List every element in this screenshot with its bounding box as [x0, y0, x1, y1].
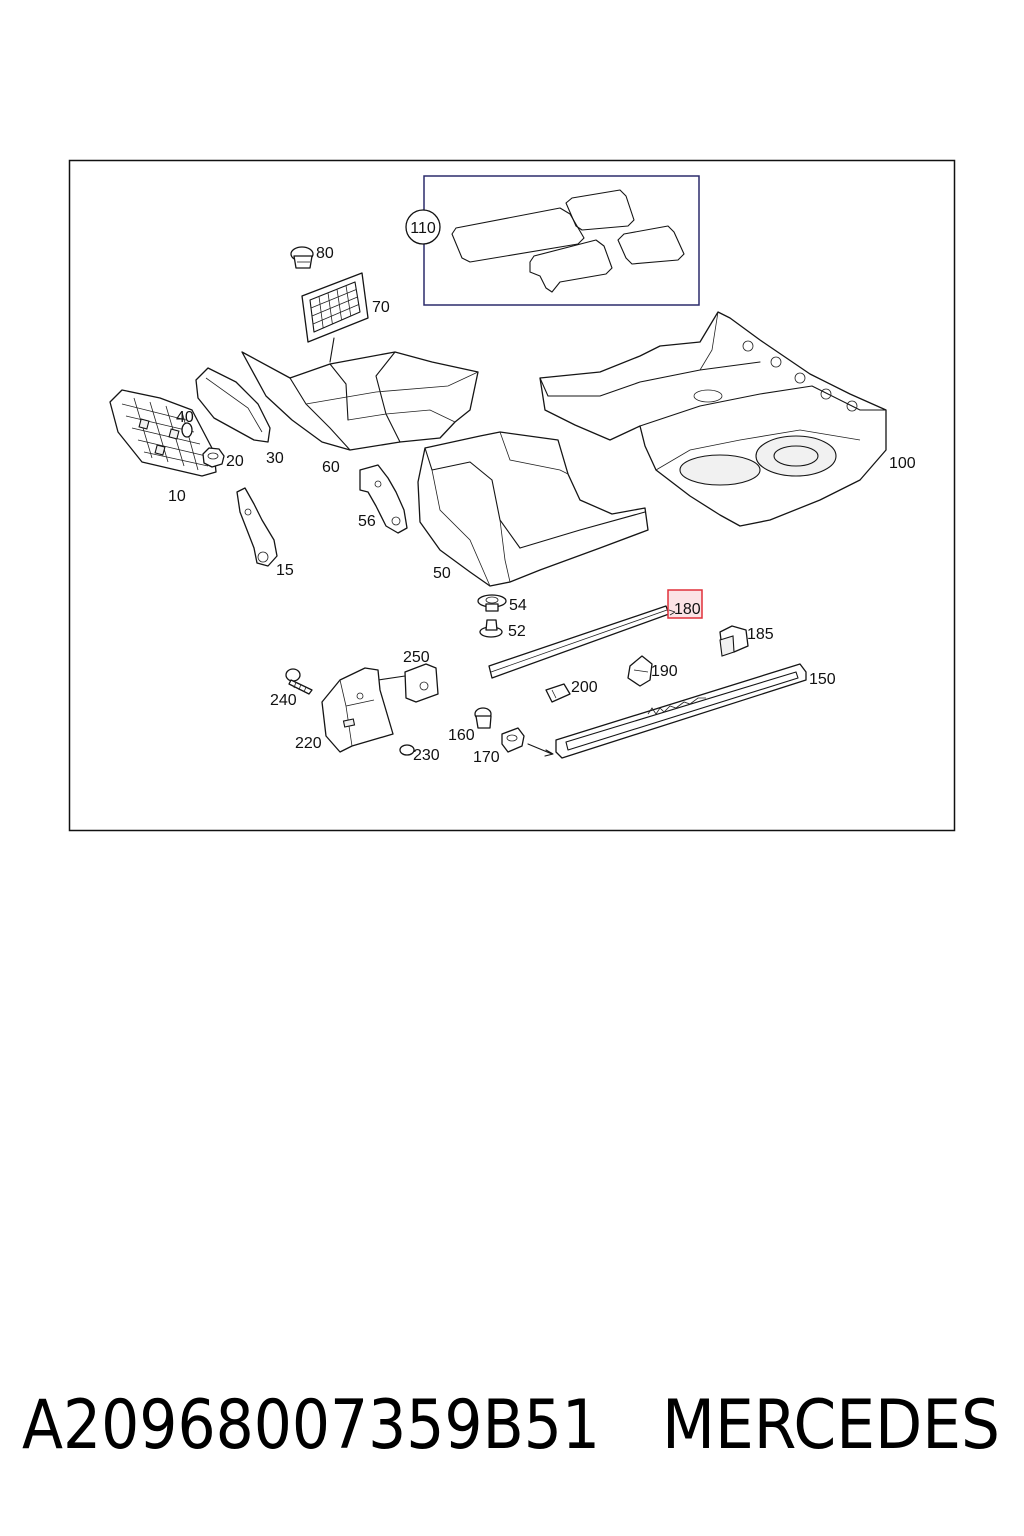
inset-frame [423, 175, 700, 306]
callout-52[interactable]: 52 [508, 623, 526, 640]
part-220-bracket [321, 667, 394, 753]
part-10-cover-grille [109, 389, 217, 477]
callout-54[interactable]: 54 [509, 597, 527, 614]
part-80-clip [290, 246, 314, 269]
floor-mat-rear-right [617, 225, 685, 265]
callout-40[interactable]: 40 [176, 409, 194, 426]
part-190-clip [627, 655, 653, 687]
selected-callout-highlight [667, 589, 703, 619]
floor-mat-rear-left [529, 239, 613, 293]
callout-15[interactable]: 15 [276, 562, 294, 579]
part-150-sill-plate [555, 663, 807, 759]
callout-230[interactable]: 230 [413, 747, 440, 764]
callout-150[interactable]: 150 [809, 671, 836, 688]
footer-part-number: A20968007359B51 [22, 1386, 600, 1465]
callout-50[interactable]: 50 [433, 565, 451, 582]
part-54-fastener [477, 594, 507, 612]
part-160-spacer [474, 707, 492, 729]
callout-185[interactable]: 185 [747, 626, 774, 643]
part-56-bracket [359, 464, 408, 534]
part-15-bracket [236, 487, 278, 567]
callout-220[interactable]: 220 [295, 735, 322, 752]
part-40-plug [181, 422, 193, 438]
callout-56[interactable]: 56 [358, 513, 376, 530]
part-200-clip [545, 683, 571, 703]
callout-170[interactable]: 170 [473, 749, 500, 766]
floor-mat-front-left [451, 207, 585, 263]
callout-circle-110[interactable] [405, 209, 441, 245]
part-50-front-floor-insulation [417, 431, 649, 587]
callout-190[interactable]: 190 [651, 663, 678, 680]
part-110-floor-mats-inset: 110 [405, 175, 700, 306]
callout-200[interactable]: 200 [571, 679, 598, 696]
part-250-clip-nut [377, 663, 439, 703]
callout-180[interactable]: 180 [674, 601, 701, 618]
part-240-screw [285, 668, 313, 695]
callout-250[interactable]: 250 [403, 649, 430, 666]
part-100-rear-floor-insulation [539, 311, 887, 527]
callout-10[interactable]: 10 [168, 488, 186, 505]
floor-mat-front-right [565, 189, 635, 231]
part-230-plug [399, 744, 415, 756]
part-170-rivet [501, 727, 554, 757]
part-70-net-panel [301, 272, 369, 363]
callout-110[interactable]: 110 [410, 220, 436, 237]
callout-240[interactable]: 240 [270, 692, 297, 709]
part-20-nut [202, 447, 225, 468]
callout-20[interactable]: 20 [226, 453, 244, 470]
part-60-insulation [241, 351, 479, 451]
callout-30[interactable]: 30 [266, 450, 284, 467]
part-30-insulation-pad [195, 367, 271, 443]
part-185-clip [719, 625, 749, 657]
callout-160[interactable]: 160 [448, 727, 475, 744]
callout-70[interactable]: 70 [372, 299, 390, 316]
callout-180-arrow-icon [668, 609, 676, 616]
footer-brand: MERCEDES [662, 1386, 1000, 1465]
callout-100[interactable]: 100 [889, 455, 916, 472]
callout-60[interactable]: 60 [322, 459, 340, 476]
diagram-frame [68, 159, 956, 832]
part-52-fastener [479, 619, 503, 638]
callout-80[interactable]: 80 [316, 245, 334, 262]
sill-plate-lettering [647, 697, 706, 715]
